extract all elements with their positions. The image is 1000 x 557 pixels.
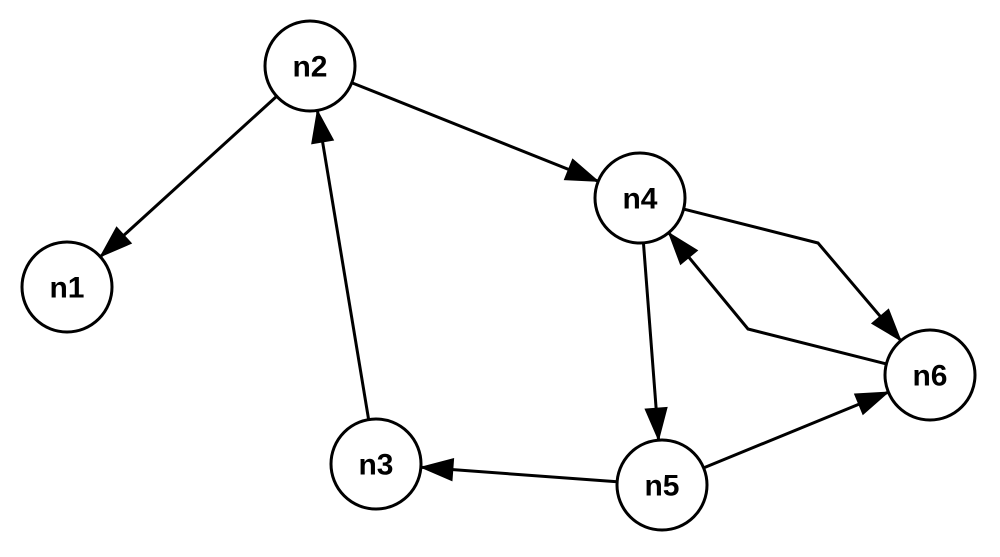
node-label-n2: n2 bbox=[292, 51, 327, 84]
node-label-n6: n6 bbox=[912, 360, 947, 393]
node-label-n3: n3 bbox=[358, 449, 393, 482]
node-circle-n5 bbox=[615, 438, 709, 532]
node-label-n1: n1 bbox=[49, 272, 84, 305]
node-circle-n4 bbox=[593, 151, 687, 245]
edge-n2-n1 bbox=[99, 95, 278, 258]
edge-n4-n5 bbox=[641, 242, 668, 442]
node-label-n4: n4 bbox=[622, 183, 657, 216]
nodes-layer: n1 n2 n3 n4 n5 n6 bbox=[20, 19, 977, 532]
node-n3: n3 bbox=[329, 417, 423, 511]
edge-n3-n2 bbox=[311, 108, 371, 420]
node-n5: n5 bbox=[615, 438, 709, 532]
edge-n5-n6 bbox=[703, 390, 890, 470]
node-circle-n2 bbox=[263, 19, 357, 113]
edge-n4-n6 bbox=[683, 207, 903, 342]
node-n2: n2 bbox=[263, 19, 357, 113]
node-n1: n1 bbox=[20, 240, 114, 334]
node-circle-n3 bbox=[329, 417, 423, 511]
node-label-n5: n5 bbox=[644, 470, 679, 503]
node-circle-n6 bbox=[883, 328, 977, 422]
node-n4: n4 bbox=[593, 151, 687, 245]
edge-n5-n3 bbox=[419, 458, 618, 484]
edge-n6-n4 bbox=[667, 231, 887, 366]
node-n6: n6 bbox=[883, 328, 977, 422]
edge-n2-n4 bbox=[351, 81, 600, 183]
node-circle-n1 bbox=[20, 240, 114, 334]
edges-layer bbox=[99, 81, 903, 484]
